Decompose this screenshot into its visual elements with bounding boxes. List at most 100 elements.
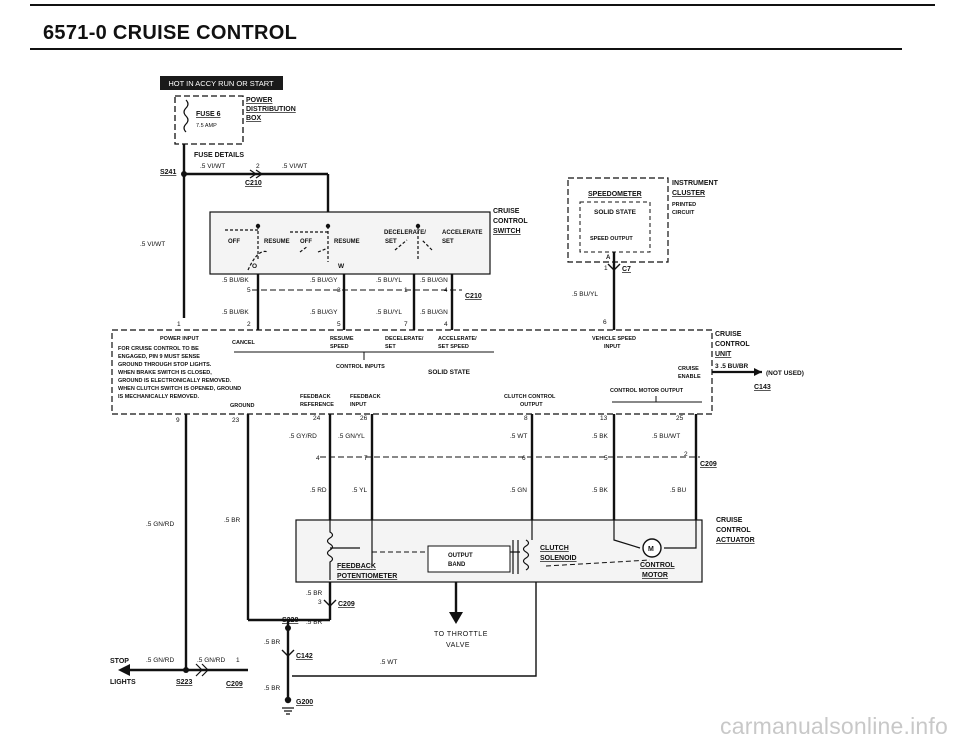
wire-br-mid4: .5 BR	[264, 685, 281, 692]
wire-bu-br-out: 3 .5 BU/BR	[715, 363, 749, 370]
switch-pin-o: O	[252, 263, 257, 270]
stop-arrow-icon	[118, 664, 130, 676]
fuse-box-outline	[174, 95, 244, 145]
watermark: carmanualsonline.info	[720, 713, 948, 739]
clutch-solenoid-1: CLUTCH	[540, 545, 569, 552]
unit-cruise-enable-1: CRUISE	[678, 366, 699, 372]
unit-motor-output: CONTROL MOTOR OUTPUT	[610, 388, 684, 394]
not-used-arrow	[754, 368, 762, 376]
motor-output-bracket	[612, 396, 702, 403]
unit-cancel: CANCEL	[232, 340, 256, 346]
actuator-dash-2	[545, 559, 651, 567]
cluster-solid-state: SOLID STATE	[594, 209, 637, 216]
pin-7: 7	[404, 321, 408, 328]
motor-icon	[642, 538, 662, 558]
pin-9: 9	[176, 417, 180, 424]
switch-dot-1	[255, 223, 261, 229]
wire-gn-rd-stop2: .5 GN/RD	[197, 657, 225, 664]
wire-bk2-label: .5 BK	[592, 487, 609, 494]
wire-wt-bottom-label: .5 WT	[380, 659, 397, 666]
wire-yl-label: .5 YL	[352, 487, 367, 494]
page-title: 6571-0 CRUISE CONTROL	[43, 22, 298, 44]
wire-top-right: .5 VI/WT	[282, 163, 307, 170]
stop-pin-1: 1	[236, 657, 240, 664]
switch-title-3: SWITCH	[493, 228, 521, 235]
unit-note-2: ENGAGED, PIN 9 MUST SENSE	[118, 354, 200, 360]
distribution-line-2: DISTRIBUTION	[246, 106, 296, 113]
switch-label-accel: ACCELERATE	[442, 230, 483, 236]
s223-label: S223	[176, 679, 192, 686]
cluster-title-2: CLUSTER	[672, 190, 705, 197]
c209-right-label: C209	[700, 461, 717, 468]
wire-bu-gn-1: .5 BU/GN	[420, 277, 448, 284]
output-band-1: OUTPUT	[448, 553, 473, 559]
switch-dot-2	[325, 223, 331, 229]
pin-4: 4	[444, 287, 448, 294]
g200-label: G200	[296, 699, 313, 706]
not-used-label: (NOT USED)	[766, 370, 804, 377]
unit-accel-1: ACCELERATE/	[438, 336, 477, 342]
speedometer-label: SPEEDOMETER	[588, 191, 642, 198]
wire-bu-yl-1: .5 BU/YL	[376, 277, 402, 284]
switch-label-set-1: SET	[385, 239, 397, 245]
wire-bu-label: .5 BU	[670, 487, 687, 494]
ground-icon	[282, 707, 294, 715]
pin-5c: 5	[604, 455, 608, 462]
fuse-symbol	[183, 99, 189, 133]
unit-accel-2: SET SPEED	[438, 344, 469, 350]
pin-26: 26	[360, 415, 368, 422]
unit-resume-2: SPEED	[330, 344, 349, 350]
c7-connector	[607, 263, 621, 271]
c142-connector	[281, 649, 295, 657]
wire-bu-bk-1: .5 BU/BK	[222, 277, 249, 284]
hot-badge	[160, 76, 283, 90]
throttle-1: TO THROTTLE	[434, 631, 488, 638]
switch-label-off-1: OFF	[228, 239, 240, 245]
wire-br-mid3: .5 BR	[264, 639, 281, 646]
unit-vehicle-speed-1: VEHICLE SPEED	[592, 336, 636, 342]
pin-4b: 4	[444, 321, 448, 328]
wire-gn-yl-label: .5 GN/YL	[338, 433, 365, 440]
wire-bu-bk-2: .5 BU/BK	[222, 309, 249, 316]
solenoid-coil	[522, 539, 530, 571]
pin-2: 2	[247, 321, 251, 328]
wire-br-left-label: .5 BR	[224, 517, 241, 524]
unit-feedback-input-1: FEEDBACK	[350, 394, 381, 400]
stop-label-1: STOP	[110, 658, 129, 665]
unit-cruise-enable-2: ENABLE	[678, 374, 701, 380]
feedback-pot-1: FEEDBACK	[337, 563, 376, 570]
unit-ground: GROUND	[230, 403, 254, 409]
clutch-solenoid-2: SOLENOID	[540, 555, 577, 562]
control-motor-1: CONTROL	[640, 562, 675, 569]
unit-resume-1: RESUME	[330, 336, 354, 342]
switch-label-set-2: SET	[442, 239, 454, 245]
wire-bu-yl-speed: .5 BU/YL	[572, 291, 598, 298]
switch-title-1: CRUISE	[493, 208, 520, 215]
unit-decel-1: DECELERATE/	[385, 336, 424, 342]
c209-bottom-connector	[195, 663, 209, 677]
wire-wt-label: .5 WT	[510, 433, 527, 440]
c7-label: C7	[622, 266, 631, 273]
hot-badge-text: HOT IN ACCY RUN OR START	[168, 79, 274, 88]
switch-title-2: CONTROL	[493, 218, 528, 225]
unit-feedback-ref-1: FEEDBACK	[300, 394, 331, 400]
motor-symbol: M	[648, 546, 654, 553]
s228-label: S228	[282, 617, 298, 624]
unit-control-inputs: CONTROL INPUTS	[336, 364, 385, 370]
pin-24: 24	[313, 415, 321, 422]
pin-13: 13	[600, 415, 608, 422]
stop-label-2: LIGHTS	[110, 679, 136, 686]
c142-label: C142	[296, 653, 313, 660]
switch-dot-3	[415, 223, 421, 229]
printed-circuit-2: CIRCUIT	[672, 210, 695, 216]
pin-3-c209: 3	[318, 599, 322, 606]
unit-clutch-output-1: CLUTCH CONTROL	[504, 394, 556, 400]
pin-2b: 2	[684, 451, 688, 458]
pin-1-c7: 1	[604, 265, 608, 272]
unit-feedback-ref-2: REFERENCE	[300, 402, 334, 408]
switch-label-decel: DECELERATE/	[384, 230, 426, 236]
wire-gy-rd-label: .5 GY/RD	[289, 433, 317, 440]
cluster-pin-a: A	[606, 255, 611, 261]
printed-circuit-1: PRINTED	[672, 202, 696, 208]
